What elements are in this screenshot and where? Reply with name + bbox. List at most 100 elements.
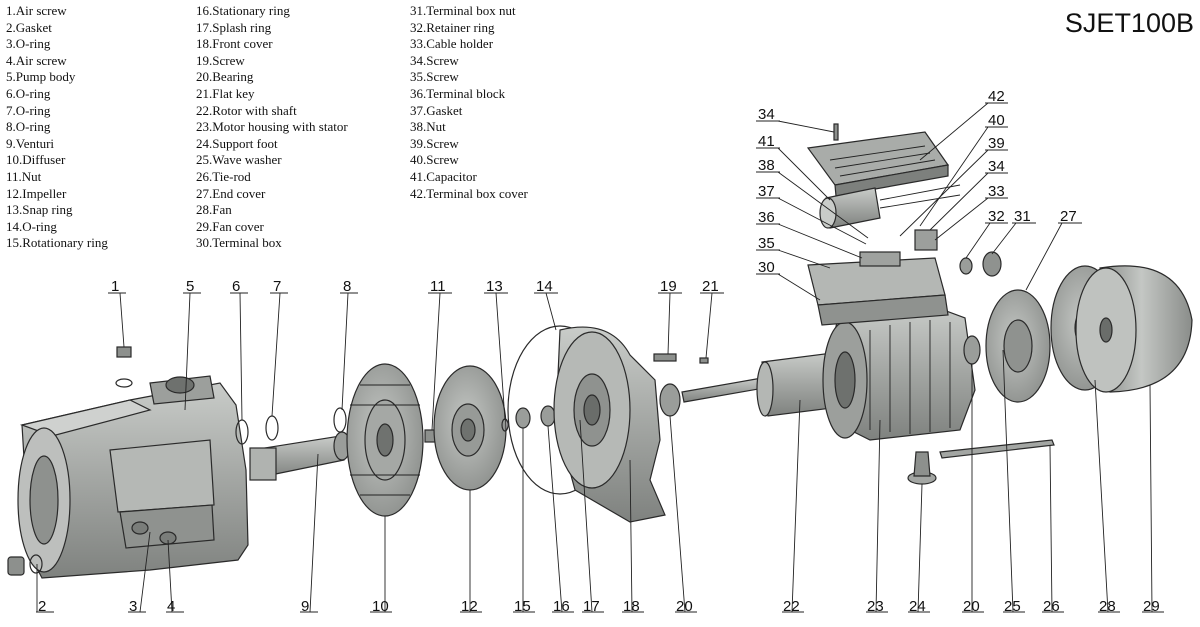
legend-item: 5.Pump body [6,69,76,85]
legend-item: 1.Air screw [6,3,67,18]
retainer-ring [959,257,973,275]
diffuser [346,363,424,517]
callout-36: 36 [758,209,775,226]
legend-item: 30.Terminal box [196,235,282,251]
callout-14: 14 [536,278,553,295]
callout-8: 8 [343,278,351,295]
venturi [249,431,351,481]
legend-item: 35.Screw [410,69,459,85]
callout-1: 1 [111,278,119,295]
legend-item: 7.O-ring [6,102,51,118]
callout-42: 42 [988,88,1005,105]
callout-16: 16 [553,598,570,615]
motor-housing [822,304,976,441]
callout-34-top: 34 [758,106,775,123]
legend-item: 14.O-ring [6,218,57,234]
tie-rod [939,439,1055,459]
fan-cover [1075,265,1193,393]
legend-item: 16.Stationary ring [196,3,290,18]
callout-20-rear: 20 [963,598,980,615]
callout-5: 5 [186,278,194,295]
end-cover [985,289,1051,403]
legend-item: 10.Diffuser [6,152,66,168]
legend-item: 21.Flat key [196,85,255,101]
legend-item: 36.Terminal block [410,85,506,101]
legend-item: 41.Capacitor [410,168,477,184]
callout-13: 13 [486,278,503,295]
legend-item: 23.Motor housing with stator [196,119,348,135]
callouts-top: 1 5 6 7 8 11 13 14 19 21 30 35 36 37 38 … [108,88,1082,431]
callouts-bottom: 2 3 4 9 10 12 15 16 17 18 20 22 23 24 20… [36,349,1164,615]
gasket-plug [7,554,43,576]
legend-item: 27.End cover [196,185,266,201]
legend-item: 32.Retainer ring [410,19,495,35]
callout-26: 26 [1043,598,1060,615]
callout-15: 15 [514,598,531,615]
screw-34-top [833,123,839,141]
callout-33: 33 [988,183,1005,200]
callout-35: 35 [758,235,775,252]
callout-31: 31 [1014,208,1031,225]
callout-30: 30 [758,259,775,276]
model-title: SJET100B [1064,8,1194,38]
legend-item: 12.Impeller [6,185,67,201]
callout-41: 41 [758,133,775,150]
terminal-box-cover [806,131,950,197]
legend-item: 29.Fan cover [196,218,264,234]
callout-40: 40 [988,112,1005,129]
rotationary-ring [515,407,531,429]
legend-item: 31.Terminal box nut [410,3,516,18]
legend-item: 3.O-ring [6,36,51,52]
bearing-rear [963,335,981,365]
legend-item: 25.Wave washer [196,152,282,168]
callout-7: 7 [273,278,281,295]
legend-item: 8.O-ring [6,119,51,135]
callout-2: 2 [38,598,46,615]
support-foot [907,451,937,485]
screw-19 [653,353,677,362]
callout-19: 19 [660,278,677,295]
legend-item: 38.Nut [410,119,446,135]
callout-23: 23 [867,598,884,615]
legend-item: 20.Bearing [196,69,254,85]
legend-item: 24.Support foot [196,135,278,151]
pump-body [17,375,249,579]
legend-item: 39.Screw [410,135,459,151]
o-ring-7 [265,415,279,441]
callout-22: 22 [783,598,800,615]
legend-item: 37.Gasket [410,102,463,118]
legend-item: 9.Venturi [6,135,55,151]
legend-item: 18.Front cover [196,36,273,52]
callout-34-right: 34 [988,158,1005,175]
callout-9: 9 [301,598,309,615]
flat-key [699,357,709,364]
callout-4: 4 [167,598,175,615]
callout-27: 27 [1060,208,1077,225]
legend-item: 26.Tie-rod [196,168,251,184]
callout-21: 21 [702,278,719,295]
callout-3: 3 [129,598,137,615]
legend-item: 4.Air screw [6,52,67,68]
callout-10: 10 [372,598,389,615]
legend-item: 15.Rotationary ring [6,235,108,251]
callout-24: 24 [909,598,926,615]
legend-item: 22.Rotor with shaft [196,102,297,118]
callout-32: 32 [988,208,1005,225]
callout-38: 38 [758,157,775,174]
o-ring-8 [333,407,347,433]
callout-39: 39 [988,135,1005,152]
legend-item: 19.Screw [196,52,245,68]
callout-18: 18 [623,598,640,615]
legend-item: 40.Screw [410,152,459,168]
legend-item: 13.Snap ring [6,202,73,218]
legend-item: 11.Nut [6,168,42,184]
callout-25: 25 [1004,598,1021,615]
stationary-ring [540,405,556,427]
legend-item: 2.Gasket [6,19,52,35]
legend-item: 42.Terminal box cover [410,185,528,201]
legend-item: 17.Splash ring [196,19,272,35]
callout-6: 6 [232,278,240,295]
callout-17: 17 [583,598,600,615]
